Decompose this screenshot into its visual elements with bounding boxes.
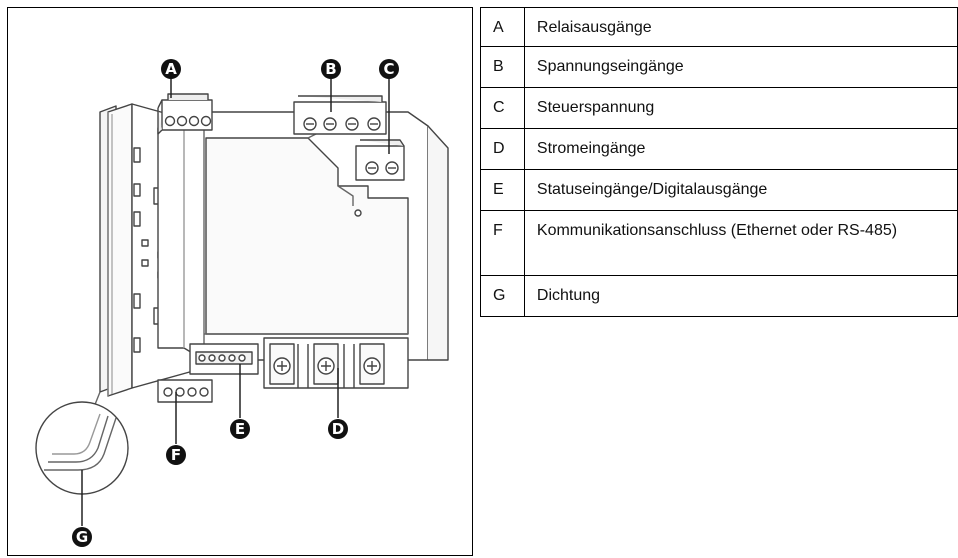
legend-row: E Statuseingänge/Digitalausgänge bbox=[480, 169, 958, 211]
legend-label: Stromeingänge bbox=[523, 128, 958, 170]
legend-label: Spannungseingänge bbox=[523, 46, 958, 88]
svg-text:C: C bbox=[383, 60, 394, 78]
terminal-block-f bbox=[157, 379, 213, 403]
terminal-block-e bbox=[189, 343, 259, 375]
legend-key: C bbox=[480, 87, 525, 129]
legend-label: Dichtung bbox=[523, 275, 958, 317]
legend-row: C Steuerspannung bbox=[480, 87, 958, 129]
legend-key: D bbox=[480, 128, 525, 170]
legend-row: G Dichtung bbox=[480, 275, 958, 317]
legend-label: Relaisausgänge bbox=[523, 7, 958, 47]
legend-row: A Relaisausgänge bbox=[480, 7, 958, 47]
legend-key: G bbox=[480, 275, 525, 317]
legend-label: Statuseingänge/Digitalausgänge bbox=[523, 169, 958, 211]
legend-key: B bbox=[480, 46, 525, 88]
terminal-block-a bbox=[157, 93, 213, 135]
callout-b: B bbox=[321, 59, 341, 79]
callout-d: D bbox=[328, 419, 348, 439]
legend-row: B Spannungseingänge bbox=[480, 46, 958, 88]
callout-e: E bbox=[230, 419, 250, 439]
callout-a: A bbox=[161, 59, 181, 79]
device-illustration: A B C D E F G bbox=[7, 7, 473, 556]
terminal-block-d bbox=[263, 337, 409, 389]
svg-text:B: B bbox=[325, 60, 336, 78]
callout-f: F bbox=[166, 445, 186, 465]
terminal-block-b bbox=[293, 95, 387, 135]
legend-label: Kommunikationsanschluss (Ethernet oder R… bbox=[523, 210, 958, 276]
callout-g: G bbox=[72, 527, 92, 547]
svg-text:A: A bbox=[165, 60, 177, 78]
svg-text:E: E bbox=[235, 420, 245, 438]
legend-row: D Stromeingänge bbox=[480, 128, 958, 170]
callout-c: C bbox=[379, 59, 399, 79]
legend-key: F bbox=[480, 210, 525, 276]
meter-front-bezel bbox=[99, 103, 133, 397]
svg-text:D: D bbox=[332, 420, 344, 438]
legend-key: E bbox=[480, 169, 525, 211]
legend-row: F Kommunikationsanschluss (Ethernet oder… bbox=[480, 210, 958, 276]
terminal-block-c bbox=[355, 139, 405, 181]
legend-label: Steuerspannung bbox=[523, 87, 958, 129]
svg-text:G: G bbox=[76, 528, 88, 546]
svg-text:F: F bbox=[171, 446, 181, 464]
legend-key: A bbox=[480, 7, 525, 47]
legend-table: A Relaisausgänge B Spannungseingänge C S… bbox=[480, 7, 958, 317]
callout-leader-lines bbox=[81, 78, 390, 526]
